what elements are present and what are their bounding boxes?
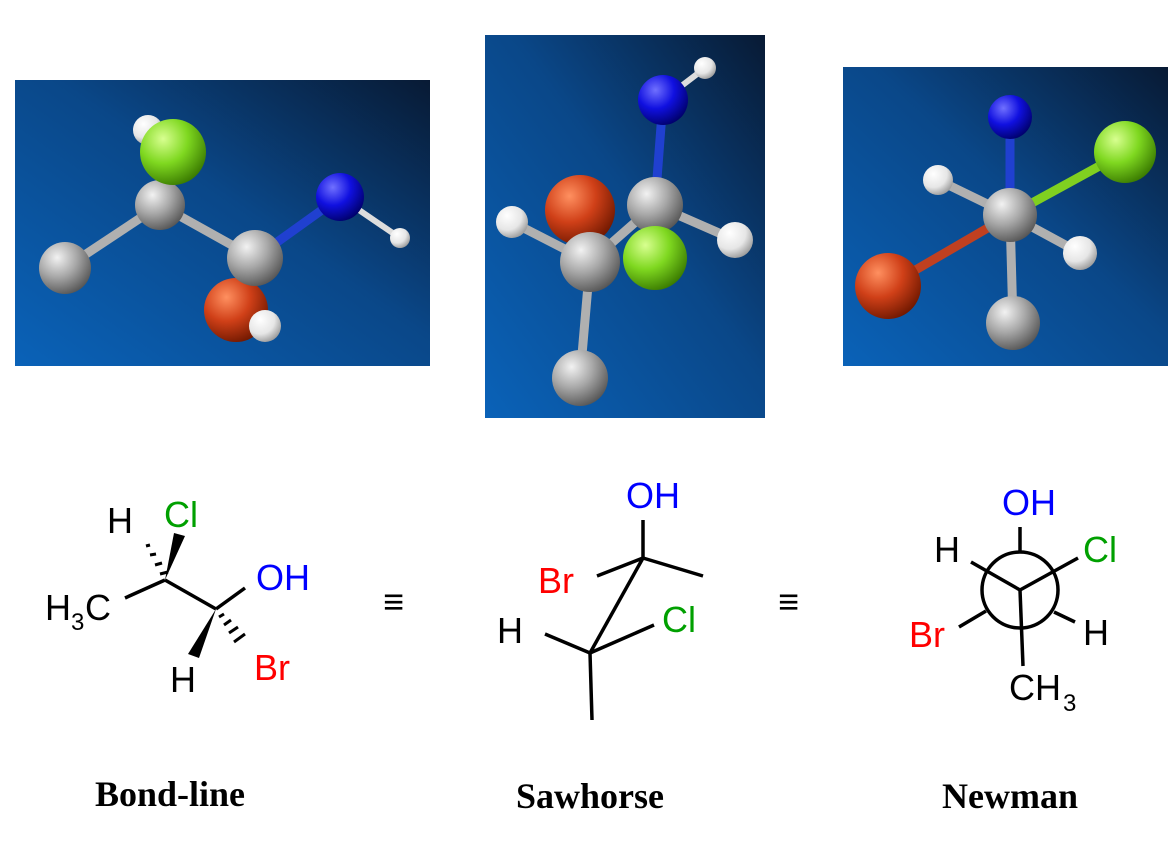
atom-h: H xyxy=(170,659,196,700)
atom-br: Br xyxy=(254,647,290,688)
caption-bond-line: Bond-line xyxy=(95,774,245,814)
model-panel-newman xyxy=(843,67,1168,366)
model-panel-bond-line xyxy=(15,80,430,366)
atom-h: H xyxy=(934,529,960,570)
wedge-bond xyxy=(165,533,185,580)
caption-newman: Newman xyxy=(942,776,1078,816)
atom-br: Br xyxy=(538,560,574,601)
newman-projection: OH H Cl Br H CH 3 xyxy=(909,482,1117,717)
atom-h3c-subscript: 3 xyxy=(71,609,84,636)
model-panel-sawhorse xyxy=(485,35,765,418)
atom-h: H xyxy=(1083,612,1109,653)
atom-oh: OH xyxy=(256,557,310,598)
atom-h: H xyxy=(107,500,133,541)
equivalence-symbol: ≡ xyxy=(778,581,799,622)
hash-bond xyxy=(145,543,169,576)
atom-br: Br xyxy=(909,614,945,655)
atom-ch3-subscript: 3 xyxy=(1063,690,1076,717)
atom-oh: OH xyxy=(626,475,680,516)
atom-ch3-ch: CH xyxy=(1009,667,1061,708)
atom-oh: OH xyxy=(1002,482,1056,523)
equivalence-symbol: ≡ xyxy=(383,581,404,622)
atom-cl: Cl xyxy=(662,599,696,640)
atom-h3c-c: C xyxy=(85,587,111,628)
atom-cl: Cl xyxy=(164,494,198,535)
sawhorse-structure: OH Br H Cl xyxy=(497,475,704,721)
atom-cl: Cl xyxy=(1083,529,1117,570)
wedge-bond xyxy=(188,609,216,658)
caption-sawhorse: Sawhorse xyxy=(516,776,664,816)
atom-h3c-h: H xyxy=(45,587,71,628)
atom-h: H xyxy=(497,610,523,651)
hash-bond xyxy=(218,612,246,644)
bond-line-structure: Cl H H 3 C OH Br H xyxy=(45,494,310,700)
